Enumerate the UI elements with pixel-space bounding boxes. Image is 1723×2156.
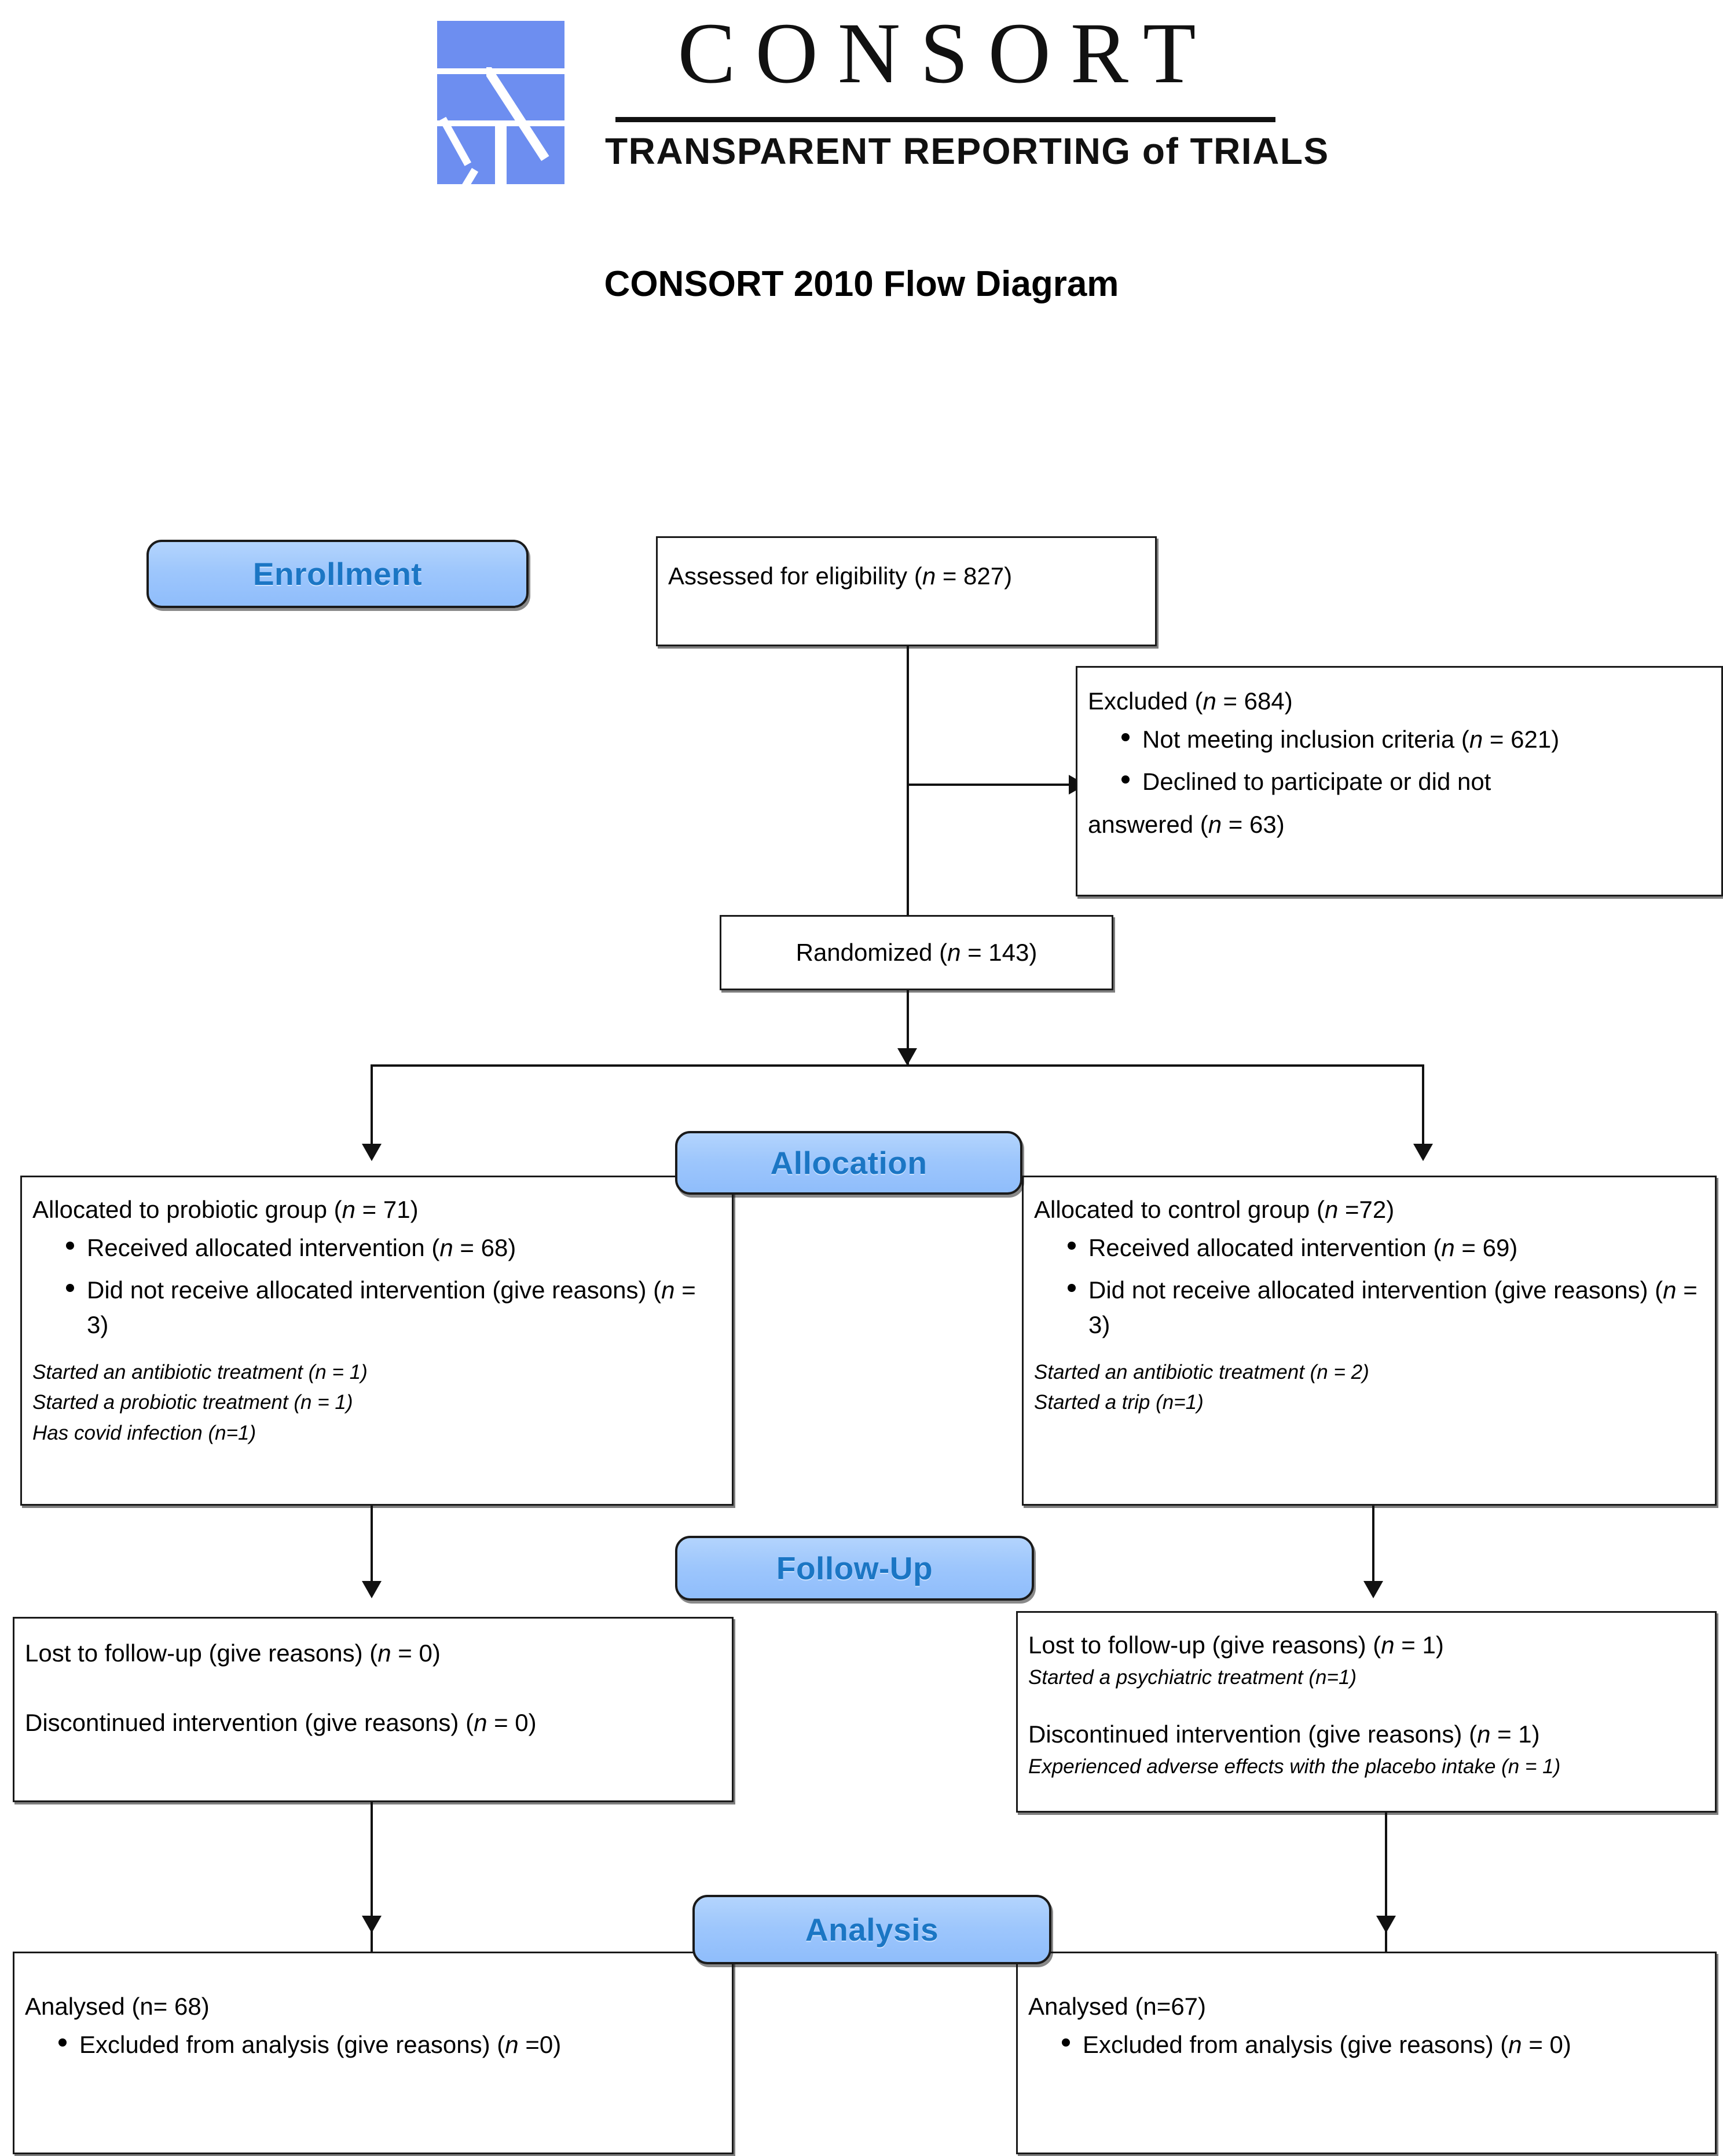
allocated-right-bullets: Received allocated intervention (n = 69)… bbox=[1034, 1231, 1704, 1342]
assessed-n: n bbox=[922, 562, 936, 590]
box-excluded: Excluded (n = 684) Not meeting inclusion… bbox=[1076, 666, 1723, 896]
consort-logo-text: CONSORT TRANSPARENT REPORTING of TRIALS bbox=[605, 6, 1329, 202]
list-item: Received allocated intervention (n = 69) bbox=[1068, 1231, 1704, 1265]
bullet-icon bbox=[1068, 1284, 1076, 1293]
band-followup: Follow-Up bbox=[675, 1536, 1034, 1601]
connector-assessed-to-randomized bbox=[907, 646, 909, 915]
connector-split-right bbox=[1422, 1064, 1424, 1157]
band-enrollment-label: Enrollment bbox=[252, 556, 423, 592]
analysed-left-heading: Analysed (n= 68) bbox=[25, 1993, 210, 2020]
band-followup-label: Follow-Up bbox=[776, 1550, 933, 1586]
followup-left-lost: Lost to follow-up (give reasons) (n = 0) bbox=[25, 1639, 441, 1667]
followup-left-discontinued: Discontinued intervention (give reasons)… bbox=[25, 1708, 537, 1736]
box-analysed-probiotic: Analysed (n= 68) Excluded from analysis … bbox=[13, 1952, 734, 2154]
list-item: Declined to participate or did not bbox=[1121, 764, 1711, 799]
band-allocation: Allocation bbox=[675, 1131, 1022, 1195]
assessed-label-pre: Assessed for eligibility ( bbox=[668, 562, 922, 590]
box-allocated-probiotic: Allocated to probiotic group (n = 71) Re… bbox=[20, 1176, 734, 1506]
band-allocation-label: Allocation bbox=[770, 1145, 928, 1181]
connector-followup-left-to-analysis bbox=[371, 1802, 373, 1954]
connector-split-left bbox=[371, 1064, 373, 1157]
band-analysis: Analysis bbox=[692, 1895, 1051, 1964]
allocated-right-note: Started an antibiotic treatment (n = 2) bbox=[1034, 1360, 1369, 1383]
page-title: CONSORT 2010 Flow Diagram bbox=[604, 264, 1119, 304]
bullet-icon bbox=[58, 2038, 67, 2047]
box-followup-control: Lost to follow-up (give reasons) (n = 1)… bbox=[1016, 1611, 1717, 1813]
followup-right-lost-note: Started a psychiatric treatment (n=1) bbox=[1028, 1665, 1357, 1689]
arrow-alloc-left-down-icon bbox=[362, 1581, 382, 1598]
list-item: Did not receive allocated intervention (… bbox=[1068, 1273, 1704, 1342]
consort-logo-mark-icon bbox=[431, 15, 567, 195]
list-item: Excluded from analysis (give reasons) (n… bbox=[1062, 2027, 1704, 2062]
arrow-followup-left-down-icon bbox=[362, 1916, 382, 1933]
arrow-alloc-right-down-icon bbox=[1363, 1581, 1383, 1598]
allocated-left-note: Started an antibiotic treatment (n = 1) bbox=[32, 1360, 368, 1383]
allocated-left-note: Has covid infection (n=1) bbox=[32, 1421, 256, 1444]
arrow-split-right-icon bbox=[1413, 1144, 1433, 1161]
list-item: Excluded from analysis (give reasons) (n… bbox=[58, 2027, 721, 2062]
list-item: Received allocated intervention (n = 68) bbox=[66, 1231, 721, 1265]
bullet-icon bbox=[66, 1241, 74, 1250]
allocated-left-bullets: Received allocated intervention (n = 68)… bbox=[32, 1231, 721, 1342]
allocated-left-heading: Allocated to probiotic group (n = 71) bbox=[32, 1196, 419, 1223]
consort-wordmark: CONSORT bbox=[677, 5, 1216, 101]
box-assessed-eligibility: Assessed for eligibility (n = 827) bbox=[656, 536, 1157, 646]
arrow-followup-right-down-icon bbox=[1376, 1916, 1396, 1933]
followup-right-disc-note: Experienced adverse effects with the pla… bbox=[1028, 1755, 1561, 1778]
allocated-left-note: Started a probiotic treatment (n = 1) bbox=[32, 1391, 353, 1414]
allocated-right-heading: Allocated to control group (n =72) bbox=[1034, 1196, 1395, 1223]
arrow-randomized-down-icon bbox=[897, 1048, 917, 1066]
bullet-icon bbox=[1121, 775, 1130, 784]
analysed-right-heading: Analysed (n=67) bbox=[1028, 1993, 1207, 2020]
analysed-right-bullets: Excluded from analysis (give reasons) (n… bbox=[1028, 2027, 1704, 2062]
bullet-icon bbox=[1062, 2038, 1070, 2047]
band-enrollment: Enrollment bbox=[146, 540, 529, 608]
box-allocated-control: Allocated to control group (n =72) Recei… bbox=[1022, 1176, 1717, 1506]
excluded-heading: Excluded (n = 684) bbox=[1088, 687, 1293, 715]
connector-alloc-left-to-followup bbox=[371, 1506, 373, 1595]
bullet-icon bbox=[1068, 1241, 1076, 1250]
connector-alloc-right-to-followup bbox=[1372, 1506, 1374, 1595]
box-randomized: Randomized (n = 143) bbox=[720, 915, 1113, 990]
assessed-value: = 827) bbox=[936, 562, 1013, 590]
connector-assessed-to-excluded bbox=[907, 784, 1069, 786]
connector-split-horizontal bbox=[371, 1064, 1424, 1067]
box-analysed-control: Analysed (n=67) Excluded from analysis (… bbox=[1016, 1952, 1717, 2154]
connector-randomized-down bbox=[907, 990, 909, 1064]
list-item: Did not receive allocated intervention (… bbox=[66, 1273, 721, 1342]
analysed-left-bullets: Excluded from analysis (give reasons) (n… bbox=[25, 2027, 721, 2062]
list-item: Not meeting inclusion criteria (n = 621) bbox=[1121, 722, 1711, 757]
allocated-right-note: Started a trip (n=1) bbox=[1034, 1391, 1204, 1414]
connector-followup-right-to-analysis bbox=[1385, 1813, 1387, 1954]
followup-right-lost: Lost to follow-up (give reasons) (n = 1) bbox=[1028, 1631, 1444, 1659]
arrow-split-left-icon bbox=[362, 1144, 382, 1161]
excluded-reason-list: Not meeting inclusion criteria (n = 621)… bbox=[1088, 722, 1711, 799]
consort-tagline: TRANSPARENT REPORTING of TRIALS bbox=[605, 130, 1329, 172]
box-followup-probiotic: Lost to follow-up (give reasons) (n = 0)… bbox=[13, 1617, 734, 1802]
band-analysis-label: Analysis bbox=[805, 1912, 939, 1948]
logo-divider bbox=[615, 117, 1275, 122]
followup-right-discontinued: Discontinued intervention (give reasons)… bbox=[1028, 1721, 1540, 1748]
consort-logo: CONSORT TRANSPARENT REPORTING of TRIALS bbox=[431, 6, 1329, 202]
excluded-reason-wrap: answered (n = 63) bbox=[1088, 810, 1285, 838]
bullet-icon bbox=[1121, 733, 1130, 741]
bullet-icon bbox=[66, 1284, 74, 1293]
